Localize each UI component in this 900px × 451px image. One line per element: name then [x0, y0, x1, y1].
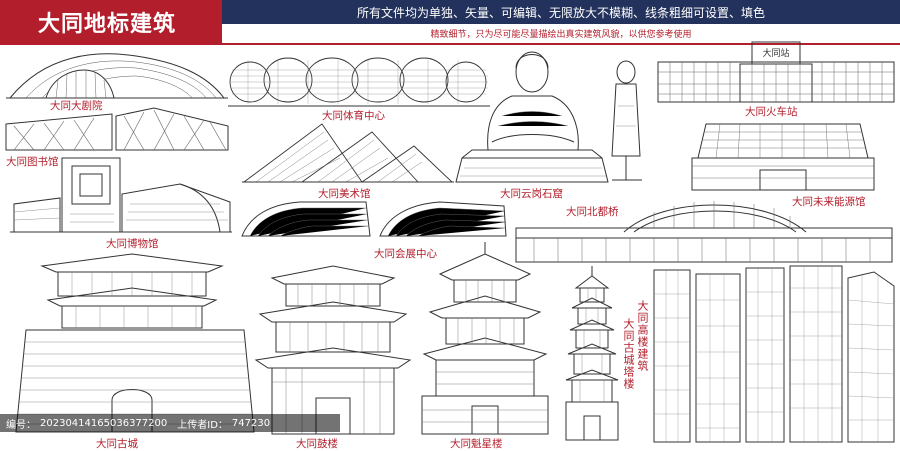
watermark-id-value: 20230414165036377200: [40, 417, 168, 429]
drum-tower-label: 大同鼓楼: [296, 438, 338, 450]
highrise-illustration: [653, 265, 895, 443]
watermark-uploader-label: 上传者ID：: [177, 419, 228, 431]
grand-theatre-label: 大同大剧院: [50, 100, 103, 112]
yungang-label: 大同云岗石窟: [500, 188, 563, 200]
drum-tower-illustration: [254, 265, 412, 435]
art-museum-illustration: [242, 123, 454, 183]
header-subnotice: 精致细节，只为尽可能尽量描绘出真实建筑风貌，以供您参考使用: [430, 29, 692, 40]
sports-center-illustration: [228, 57, 490, 107]
art-museum-label: 大同美术馆: [318, 188, 371, 200]
pagoda-label: 大同古城塔楼: [622, 318, 635, 390]
header-notice: 所有文件均为单独、矢量、可编辑、无限放大不模糊、线条粗细可设置、填色: [222, 0, 900, 24]
station-sign: 大同站: [762, 47, 789, 59]
library-illustration: [5, 107, 229, 151]
expo-center-label: 大同会展中心: [374, 248, 437, 260]
museum-illustration: [10, 157, 232, 233]
ancient-city-wall-illustration: [15, 253, 255, 433]
sports-center-label: 大同体育中心: [322, 110, 385, 122]
energy-museum-label: 大同未来能源馆: [792, 196, 866, 208]
kuixing-tower-illustration: [421, 242, 549, 435]
expo-center-illustration: [241, 201, 507, 237]
watermark-id-label: 编号：: [6, 419, 36, 431]
highrise-label: 大同高楼建筑: [636, 300, 649, 372]
station-label: 大同火车站: [745, 106, 798, 118]
page-title: 大同地标建筑: [0, 0, 222, 44]
kuixing-label: 大同魁星楼: [450, 438, 503, 450]
watermark-bar: 编号： 20230414165036377200 上传者ID： 747230: [0, 414, 340, 432]
beidu-bridge-label: 大同北都桥: [566, 206, 619, 218]
grand-theatre-illustration: [6, 53, 228, 99]
railway-station-illustration: 大同站: [657, 41, 895, 103]
beidu-bridge-illustration: [515, 201, 893, 263]
museum-label: 大同博物馆: [106, 238, 159, 250]
energy-museum-illustration: [691, 123, 875, 191]
ancient-city-label: 大同古城: [96, 438, 138, 450]
header-divider: [0, 43, 900, 45]
yungang-grottoes-illustration: [455, 51, 642, 183]
pagoda-illustration: [565, 266, 619, 441]
library-label: 大同图书馆: [6, 156, 59, 168]
watermark-uploader-value: 747230: [231, 417, 271, 429]
